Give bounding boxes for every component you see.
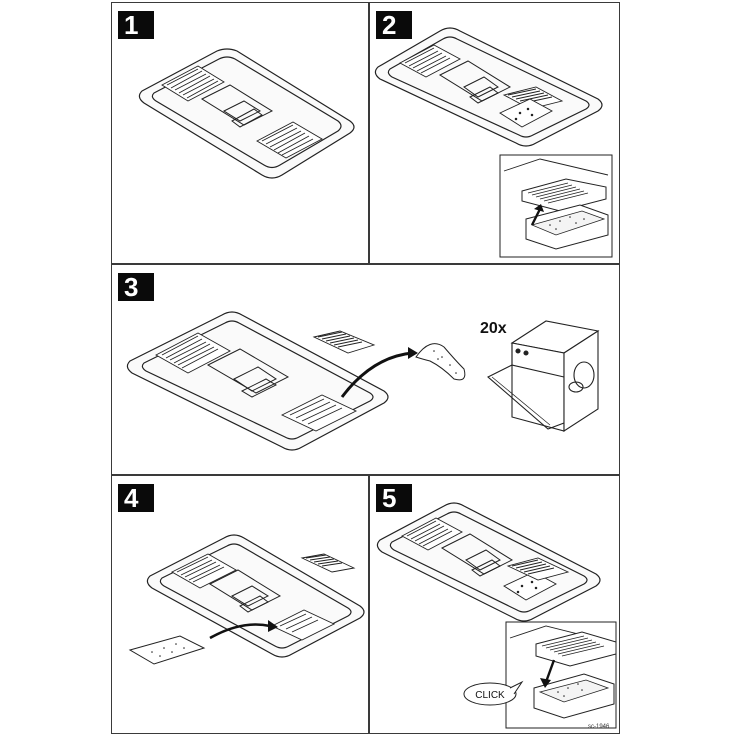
- grill-plate-removed: [314, 331, 374, 353]
- step-2-detail-inset: [500, 155, 612, 257]
- insert-arrow: [210, 625, 270, 639]
- grill-plate-left: [402, 518, 462, 550]
- step-2-panel: 2: [369, 2, 620, 264]
- tray-compartments: [208, 349, 288, 397]
- new-filter-pad: [130, 636, 204, 664]
- used-filter-pad: [416, 344, 465, 380]
- step-5-panel: 5: [369, 475, 620, 734]
- step-4-panel: 4: [111, 475, 369, 734]
- wash-count-label: 20x: [480, 320, 507, 337]
- tray-compartments: [202, 85, 272, 127]
- step-1-number: 1: [118, 11, 154, 39]
- grill-plate-left: [400, 45, 460, 77]
- step-1-tray-illustration: [112, 3, 369, 264]
- step-2-number: 2: [376, 11, 412, 39]
- click-callout-text: CLICK: [475, 690, 505, 701]
- tray-compartments: [442, 534, 512, 576]
- step-4-number: 4: [118, 484, 154, 512]
- step-1-panel: 1: [111, 2, 369, 264]
- reference-code: sc-1946: [588, 724, 610, 730]
- step-5-number: 5: [376, 484, 412, 512]
- tray-compartments: [210, 570, 280, 612]
- grill-plate-aside: [302, 554, 354, 572]
- tray-outer: [375, 28, 602, 146]
- step-2-tray-illustration: [370, 3, 620, 264]
- grill-plate-replacing: [508, 558, 568, 580]
- filter-pad-in-tray: [500, 99, 552, 127]
- tray-compartments: [440, 61, 510, 103]
- press-down-arrow: [546, 660, 554, 682]
- step-3-illustration: 20x: [112, 265, 620, 475]
- step-3-panel: 3: [111, 264, 620, 475]
- remove-arrow: [342, 353, 412, 397]
- grill-plate-left: [172, 554, 236, 588]
- step-5-illustration: CLICK: [370, 476, 620, 734]
- tray-outer: [127, 312, 388, 450]
- grill-plate-left: [156, 333, 230, 373]
- click-callout: CLICK: [464, 682, 522, 705]
- grill-plate-right: [257, 122, 322, 158]
- empty-filter-slot: [272, 610, 334, 640]
- dishwasher-icon: [488, 321, 598, 431]
- step-5-detail-inset: [506, 622, 616, 728]
- step-3-number: 3: [118, 273, 154, 301]
- grill-plate-left: [162, 66, 224, 101]
- lift-arrow: [532, 209, 540, 225]
- empty-filter-slot: [282, 395, 356, 431]
- step-4-illustration: [112, 476, 369, 734]
